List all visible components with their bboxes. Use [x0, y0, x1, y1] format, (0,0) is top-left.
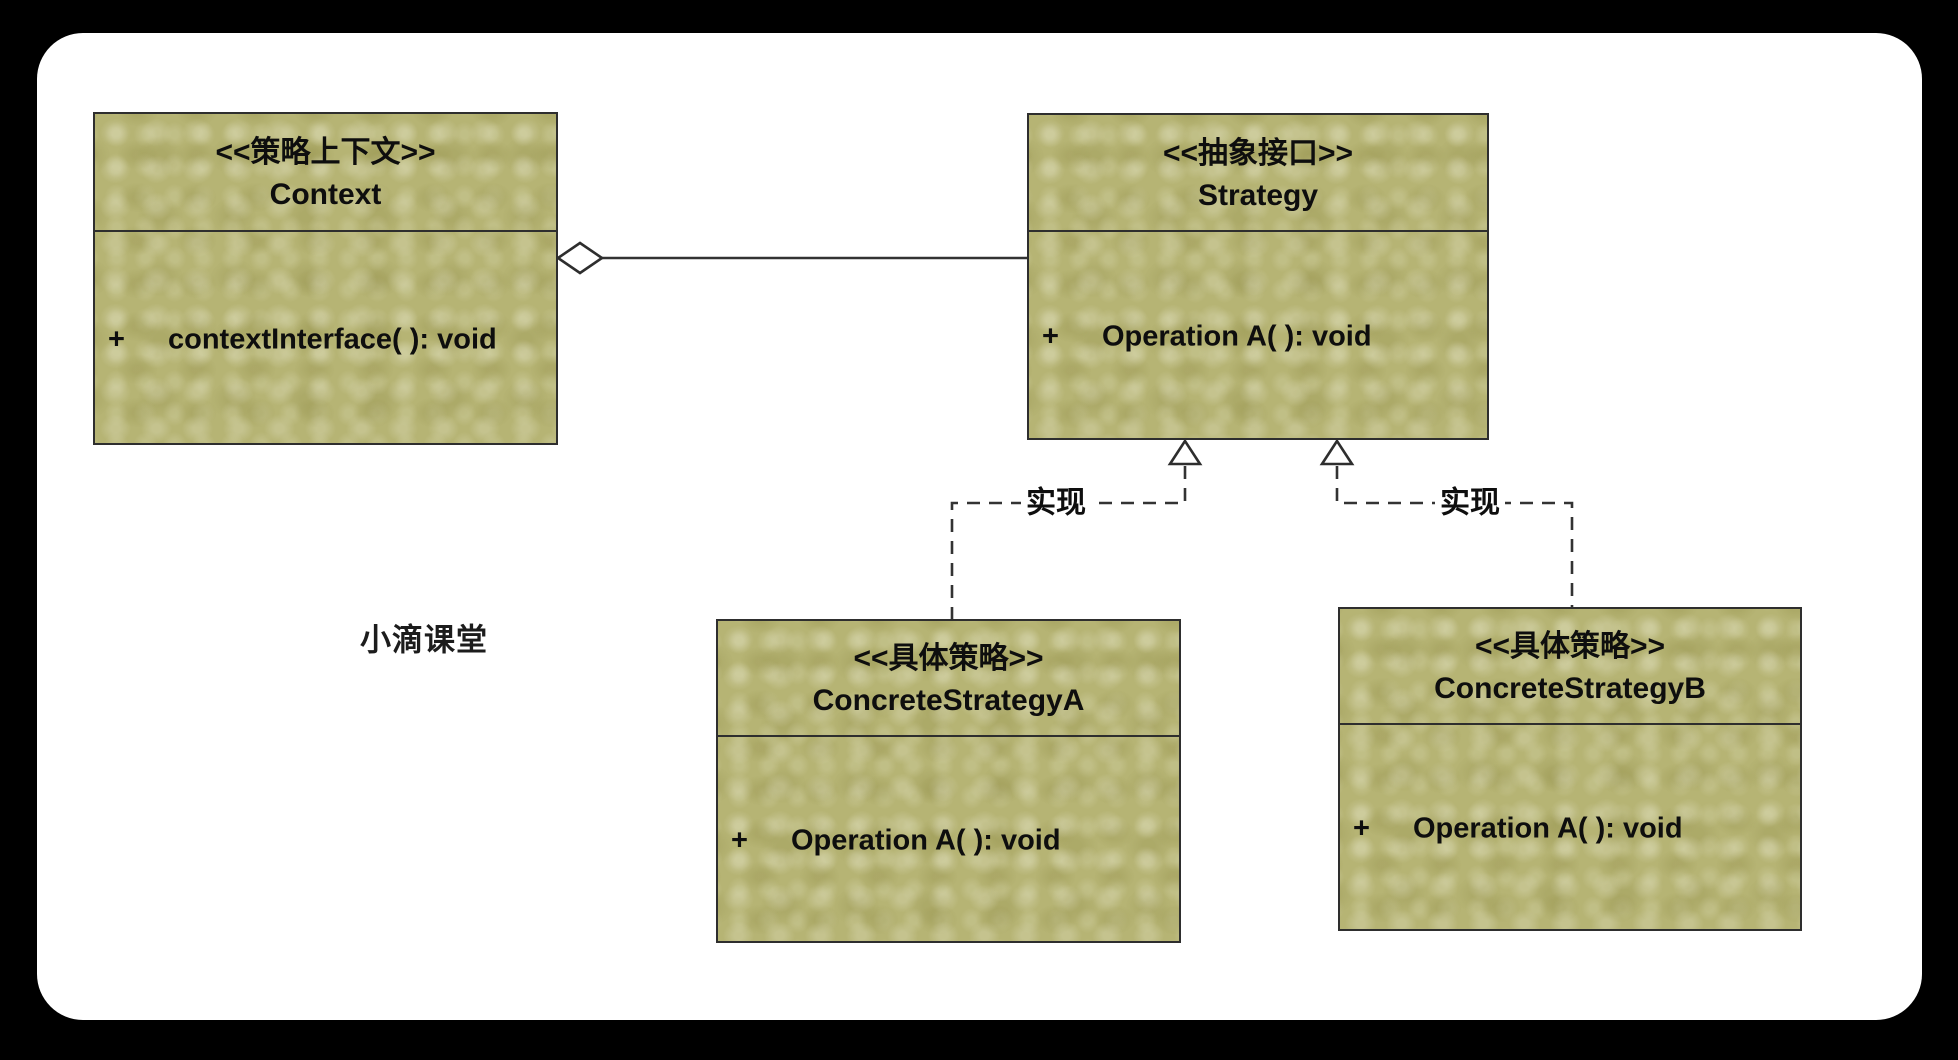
context-stereotype: <<策略上下文>>	[215, 136, 436, 169]
strategy-method-signature: Operation A( ): void	[1102, 320, 1372, 353]
visibility-plus: +	[108, 323, 125, 355]
visibility-plus: +	[1042, 320, 1059, 353]
strategy-class-name: Strategy	[1197, 178, 1319, 212]
context-class-box: <<策略上下文>> Context + contextInterface( ):…	[93, 112, 558, 445]
visibility-plus: +	[1353, 812, 1370, 845]
realization-triangle-icon-b	[1319, 438, 1355, 466]
concrete-strategy-b-body: + Operation A( ): void	[1340, 725, 1800, 929]
concrete-strategy-a-header: <<具体策略>> ConcreteStrategyA	[718, 621, 1179, 737]
concrete-strategy-a-class-name: ConcreteStrategyA	[812, 684, 1085, 717]
strategy-class-body: + Operation A( ): void	[1029, 232, 1487, 438]
context-class-body: + contextInterface( ): void	[95, 232, 556, 443]
realization-label-b: 实现	[1435, 486, 1505, 520]
aggregation-diamond-icon	[555, 241, 605, 275]
concrete-strategy-a-body: + Operation A( ): void	[718, 737, 1179, 941]
concrete-strategy-b-class-name: ConcreteStrategyB	[1434, 672, 1706, 705]
concrete-strategy-b-class-box: <<具体策略>> ConcreteStrategyB + Operation A…	[1338, 607, 1802, 931]
strategy-class-box: <<抽象接口>> Strategy + Operation A( ): void	[1027, 113, 1489, 440]
context-method-signature: contextInterface( ): void	[168, 323, 497, 355]
concrete-strategy-a-class-box: <<具体策略>> ConcreteStrategyA + Operation A…	[716, 619, 1181, 943]
strategy-method-row: + Operation A( ): void	[1042, 320, 1479, 353]
concrete-strategy-b-stereotype: <<具体策略>>	[1474, 630, 1666, 663]
context-class-header: <<策略上下文>> Context	[95, 114, 556, 232]
visibility-plus: +	[731, 824, 748, 857]
context-class-name: Context	[269, 178, 382, 211]
concrete-strategy-b-method-row: + Operation A( ): void	[1353, 812, 1792, 845]
concrete-strategy-a-method-row: + Operation A( ): void	[731, 824, 1171, 857]
strategy-class-header: <<抽象接口>> Strategy	[1029, 115, 1487, 232]
watermark-text: 小滴课堂	[360, 622, 488, 658]
realization-triangle-icon-a	[1167, 438, 1203, 466]
strategy-stereotype: <<抽象接口>>	[1162, 136, 1354, 170]
concrete-strategy-a-stereotype: <<具体策略>>	[853, 642, 1044, 675]
concrete-strategy-b-header: <<具体策略>> ConcreteStrategyB	[1340, 609, 1800, 725]
realization-label-a: 实现	[1021, 486, 1091, 520]
context-method-row: + contextInterface( ): void	[108, 325, 548, 354]
concrete-strategy-b-method-signature: Operation A( ): void	[1413, 812, 1683, 845]
concrete-strategy-a-method-signature: Operation A( ): void	[791, 824, 1061, 857]
